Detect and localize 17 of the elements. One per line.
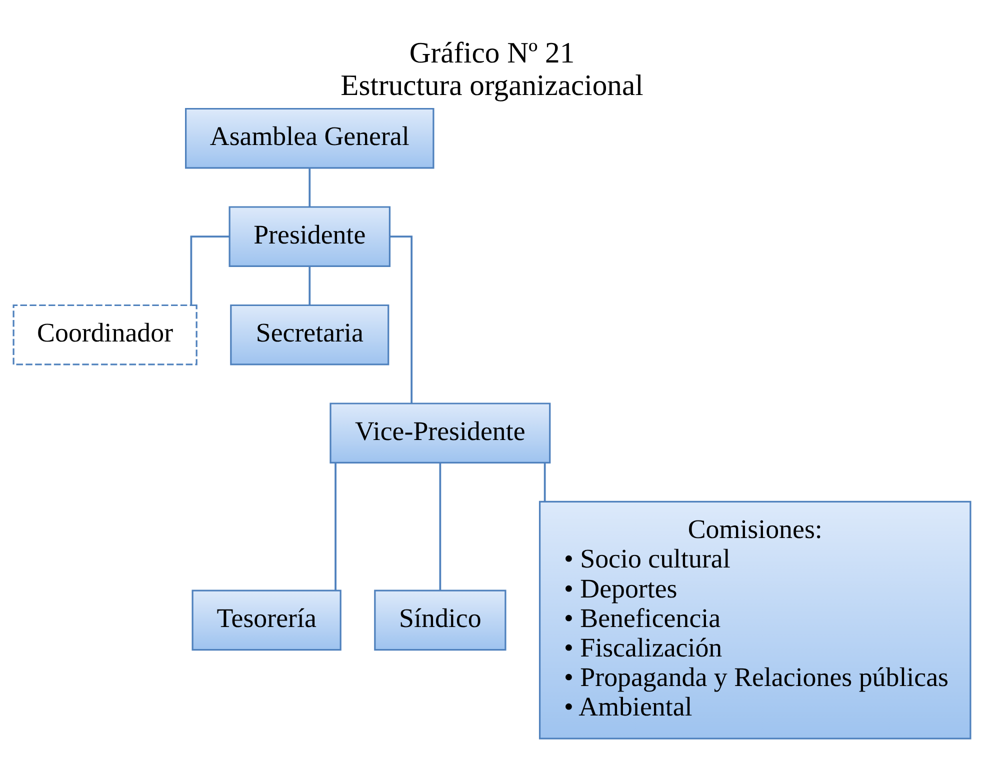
connector	[334, 462, 336, 590]
caption: Estructura organizacional	[340, 70, 644, 102]
node-box: Asamblea General	[185, 108, 434, 169]
connector	[439, 462, 442, 590]
node-box: Vice-Presidente	[330, 402, 551, 464]
node-box: Secretaria	[230, 304, 390, 366]
connector	[308, 266, 311, 306]
node-box: Tesorería	[192, 590, 342, 651]
node-box: Síndico	[374, 590, 506, 651]
node-box: Comisiones: • Socio cultural • Deportes • Beneficencia • Fiscalización • Propaganda y Relaciones públicas • Ambiental	[538, 500, 972, 740]
connector	[190, 236, 230, 305]
diagram-title: Gráfico Nº 21	[409, 37, 575, 70]
connector	[544, 462, 546, 502]
connector	[390, 236, 413, 404]
connector	[308, 168, 311, 207]
node-box: Coordinador	[12, 304, 198, 366]
node-box: Presidente	[228, 206, 391, 268]
